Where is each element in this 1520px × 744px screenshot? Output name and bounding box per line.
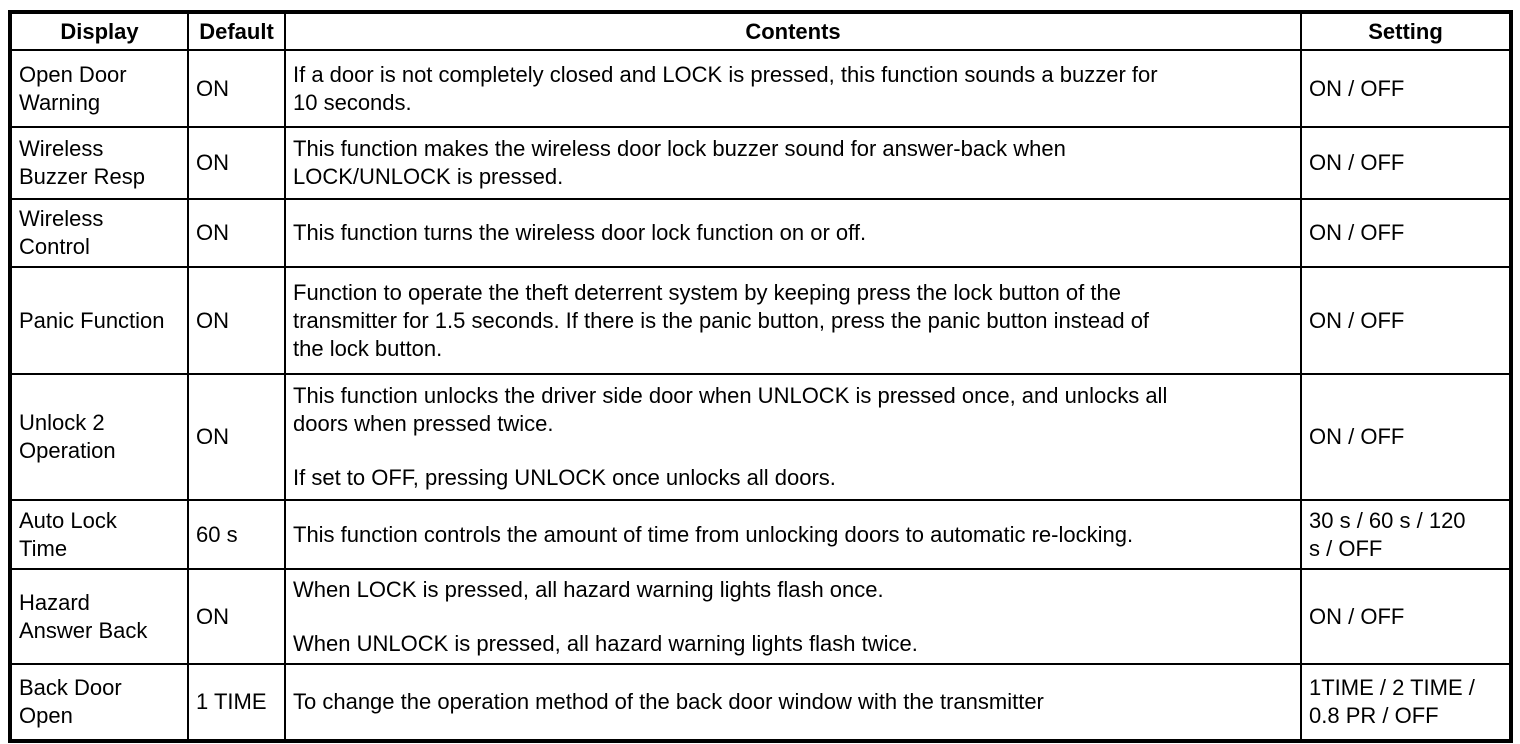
cell-default: ON: [187, 568, 286, 665]
table-row-panic-function: Panic Function ON Function to operate th…: [9, 266, 1512, 375]
contents-paragraph: Function to operate the theft deterrent …: [293, 279, 1150, 361]
contents-paragraph: If set to OFF, pressing UNLOCK once unlo…: [293, 465, 836, 490]
cell-contents: If a door is not completely closed and L…: [284, 49, 1302, 128]
contents-paragraph: This function makes the wireless door lo…: [293, 136, 1066, 189]
cell-display: Open Door Warning: [9, 49, 189, 128]
contents-paragraph: This function unlocks the driver side do…: [293, 383, 1168, 436]
cell-default: 1 TIME: [187, 663, 286, 742]
cell-setting: ON / OFF: [1300, 373, 1512, 501]
cell-display: Back Door Open: [9, 663, 189, 742]
table-row-wireless-buzzer-resp: Wireless Buzzer Resp ON This function ma…: [9, 126, 1512, 200]
cell-setting: ON / OFF: [1300, 126, 1512, 200]
contents-paragraph: This function controls the amount of tim…: [293, 521, 1134, 547]
table-row-auto-lock-time: Auto Lock Time 60 s This function contro…: [9, 499, 1512, 570]
cell-display: Unlock 2 Operation: [9, 373, 189, 501]
table-row-hazard-answer-back: Hazard Answer Back ON When LOCK is press…: [9, 568, 1512, 665]
header-display: Display: [9, 11, 189, 51]
header-setting: Setting: [1300, 11, 1512, 51]
cell-setting: ON / OFF: [1300, 568, 1512, 665]
cell-display: Panic Function: [9, 266, 189, 375]
cell-display: Wireless Control: [9, 198, 189, 268]
table-row-open-door-warning: Open Door Warning ON If a door is not co…: [9, 49, 1512, 128]
header-contents: Contents: [284, 11, 1302, 51]
customization-settings-table: Display Default Contents Setting Open Do…: [8, 10, 1513, 743]
cell-contents: This function turns the wireless door lo…: [284, 198, 1302, 268]
cell-setting: ON / OFF: [1300, 49, 1512, 128]
cell-default: ON: [187, 266, 286, 375]
cell-setting: ON / OFF: [1300, 198, 1512, 268]
cell-default: ON: [187, 49, 286, 128]
cell-setting: ON / OFF: [1300, 266, 1512, 375]
table-row-wireless-control: Wireless Control ON This function turns …: [9, 198, 1512, 268]
cell-setting: 30 s / 60 s / 120 s / OFF: [1300, 499, 1512, 570]
cell-contents: This function controls the amount of tim…: [284, 499, 1302, 570]
cell-contents: This function unlocks the driver side do…: [284, 373, 1302, 501]
contents-paragraph: When UNLOCK is pressed, all hazard warni…: [293, 630, 918, 656]
cell-contents: Function to operate the theft deterrent …: [284, 266, 1302, 375]
cell-contents: When LOCK is pressed, all hazard warning…: [284, 568, 1302, 665]
contents-paragraph: This function turns the wireless door lo…: [293, 220, 867, 245]
cell-contents: This function makes the wireless door lo…: [284, 126, 1302, 200]
cell-display: Auto Lock Time: [9, 499, 189, 570]
cell-display: Hazard Answer Back: [9, 568, 189, 665]
cell-default: ON: [187, 126, 286, 200]
contents-paragraph: To change the operation method of the ba…: [293, 689, 1044, 714]
table-row-unlock-2-operation: Unlock 2 Operation ON This function unlo…: [9, 373, 1512, 501]
table-header-row: Display Default Contents Setting: [9, 11, 1512, 51]
cell-setting: 1TIME / 2 TIME / 0.8 PR / OFF: [1300, 663, 1512, 742]
table-row-back-door-open: Back Door Open 1 TIME To change the oper…: [9, 663, 1512, 742]
cell-default: ON: [187, 373, 286, 501]
cell-default: ON: [187, 198, 286, 268]
contents-paragraph: If a door is not completely closed and L…: [293, 61, 1158, 115]
header-default: Default: [187, 11, 286, 51]
cell-default: 60 s: [187, 499, 286, 570]
cell-display: Wireless Buzzer Resp: [9, 126, 189, 200]
contents-paragraph: When LOCK is pressed, all hazard warning…: [293, 576, 884, 602]
cell-contents: To change the operation method of the ba…: [284, 663, 1302, 742]
